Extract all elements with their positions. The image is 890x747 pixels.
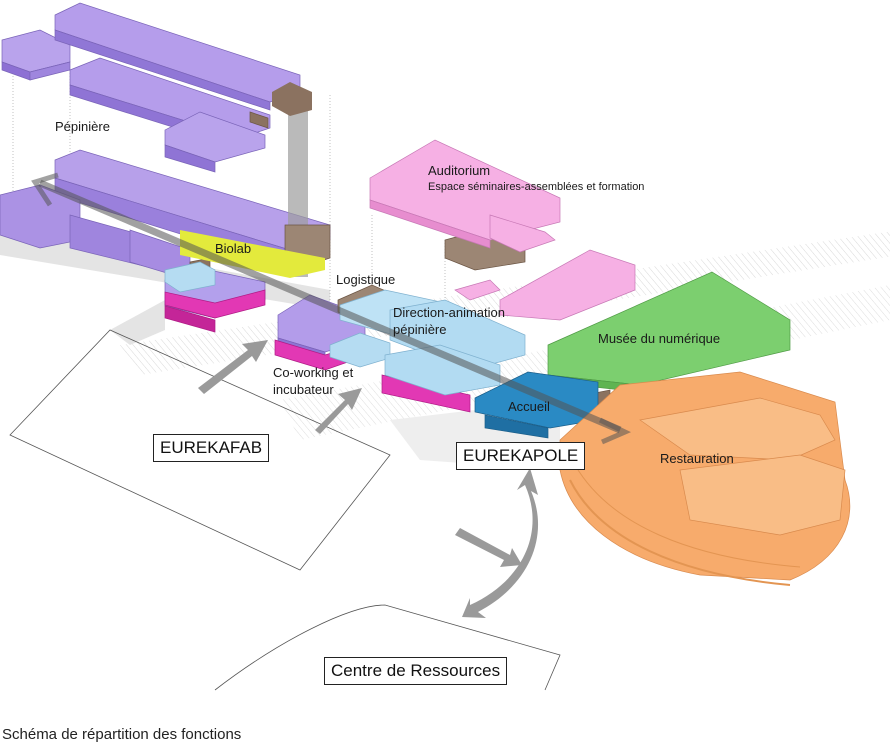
auditorium-sublabel: Espace séminaires-assemblées et formatio… — [428, 181, 645, 193]
accueil-block — [474, 371, 599, 439]
direction-label-line1: Direction-animation — [393, 305, 505, 320]
figure-caption: Schéma de répartition des fonctions — [2, 726, 242, 743]
main-circulation-arrow — [31, 172, 632, 445]
accueil-label: Accueil — [508, 399, 550, 414]
eurekapole-zone-label: EUREKAPOLE — [456, 442, 586, 470]
logistique-label: Logistique — [336, 272, 396, 287]
access-arrows — [198, 340, 539, 618]
centre-ressources-zone-label: Centre de Ressources — [324, 657, 508, 685]
coworking-blocks — [164, 289, 471, 413]
restauration-label: Restauration — [660, 451, 734, 466]
plaza-outlines — [9, 329, 561, 691]
coworking-label-line2: incubateur — [273, 382, 334, 397]
eurekafab-zone-label: EUREKAFAB — [153, 434, 270, 462]
biolab-block — [180, 230, 325, 278]
auditorium-label: Auditorium — [428, 163, 491, 178]
auditorium-blocks — [369, 139, 636, 321]
direction-label-line2: pépinière — [393, 322, 447, 337]
biolab-label: Biolab — [215, 241, 252, 256]
restauration-block — [559, 371, 851, 586]
musee-label: Musée du numérique — [598, 331, 721, 346]
coworking-label-line1: Co-working et — [273, 365, 354, 380]
eurekafab-plaza — [9, 329, 391, 571]
pepiniere-label: Pépinière — [55, 119, 110, 134]
centre-plaza — [214, 604, 561, 691]
